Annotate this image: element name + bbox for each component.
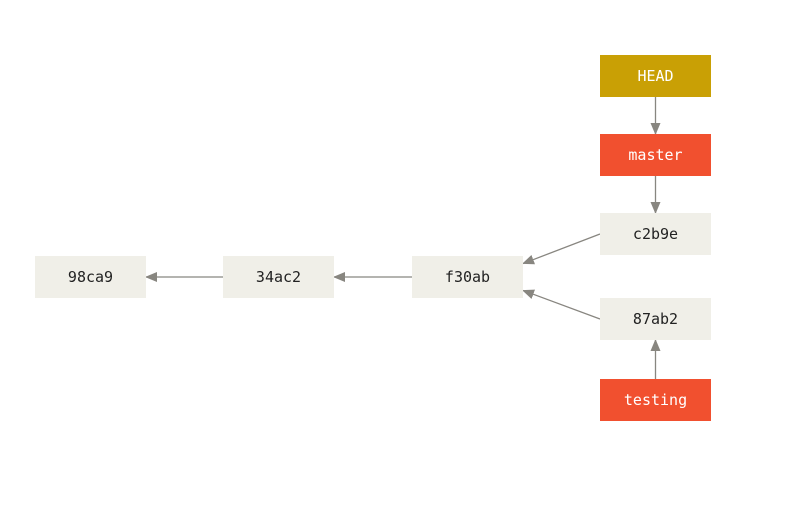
branch-testing: testing [600, 379, 711, 421]
branch-label: testing [623, 391, 688, 409]
commit-f30ab: f30ab [412, 256, 523, 298]
commit-label: f30ab [444, 268, 491, 286]
commit-label: 87ab2 [632, 310, 679, 328]
head-pointer: HEAD [600, 55, 711, 97]
commit-label: 34ac2 [255, 268, 302, 286]
commit-87ab2: 87ab2 [600, 298, 711, 340]
arrow-c2b9e-to-f30ab [522, 233, 601, 265]
commit-98ca9: 98ca9 [35, 256, 146, 298]
commit-label: 98ca9 [67, 268, 114, 286]
head-label: HEAD [637, 67, 674, 85]
branch-master: master [600, 134, 711, 176]
arrow-87ab2-to-f30ab [522, 289, 601, 320]
commit-label: c2b9e [632, 225, 679, 243]
commit-c2b9e: c2b9e [600, 213, 711, 255]
branch-label: master [628, 146, 683, 164]
commit-34ac2: 34ac2 [223, 256, 334, 298]
